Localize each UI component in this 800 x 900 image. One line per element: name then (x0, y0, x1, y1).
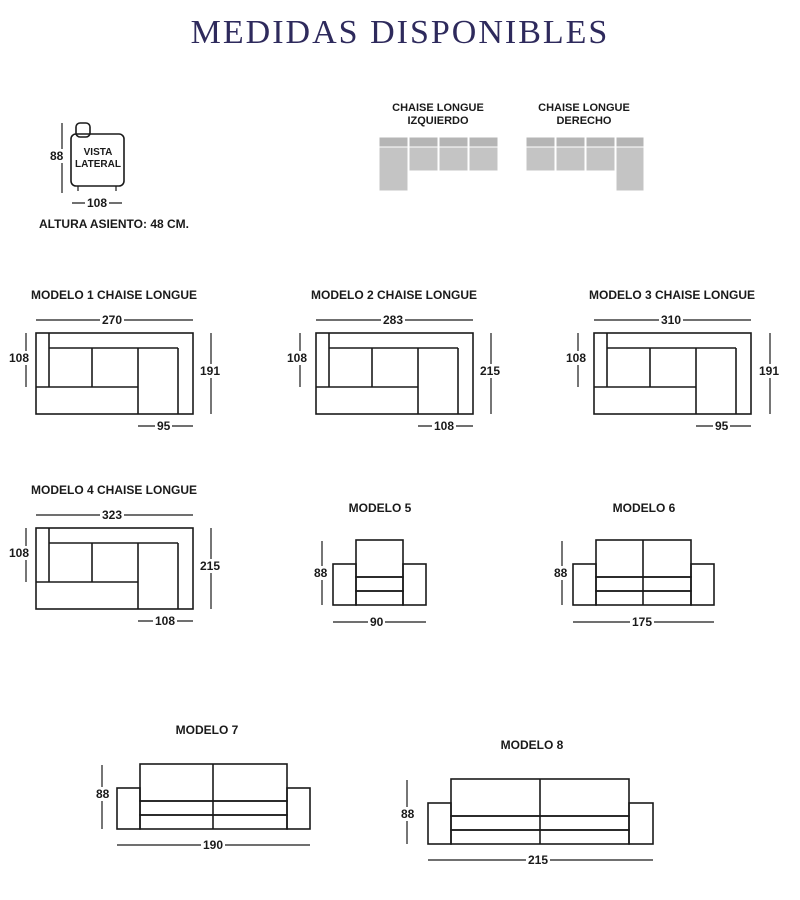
model-1-title: MODELO 1 CHAISE LONGUE (30, 288, 197, 302)
model-5-title: MODELO 5 (348, 501, 412, 515)
model-3-chaise-length: 191 (757, 364, 782, 378)
side-view-label-line2: LATERAL (75, 159, 121, 170)
model-2-chaise-length: 215 (478, 364, 503, 378)
model-7-title: MODELO 7 (175, 723, 239, 737)
chaise-right-diagram (525, 136, 645, 192)
seat-height-note: ALTURA ASIENTO: 48 CM. (39, 217, 190, 231)
model-7-width: 190 (201, 838, 226, 852)
model-4-width: 323 (100, 508, 125, 522)
model-1-width: 270 (100, 313, 125, 327)
model-8-width: 215 (526, 853, 551, 867)
model-8-height: 88 (399, 807, 417, 821)
model-6-title: MODELO 6 (612, 501, 676, 515)
model-1-chaise-width: 95 (155, 419, 173, 433)
model-3-depth: 108 (564, 351, 589, 365)
model-3-title: MODELO 3 CHAISE LONGUE (588, 288, 755, 302)
model-5-width: 90 (368, 615, 386, 629)
side-view-depth: 108 (85, 196, 110, 210)
chaise-left-diagram (378, 136, 499, 192)
model-3-width: 310 (659, 313, 684, 327)
model-1-diagram (25, 319, 212, 427)
model-3-diagram (577, 319, 771, 427)
model-6-diagram (561, 539, 715, 623)
model-2-title: MODELO 2 CHAISE LONGUE (310, 288, 477, 302)
model-4-diagram (25, 514, 212, 622)
model-1-depth: 108 (7, 351, 32, 365)
model-4-title: MODELO 4 CHAISE LONGUE (30, 483, 197, 497)
model-7-diagram (101, 763, 311, 846)
chaise-left-label-line1: CHAISE LONGUE (392, 102, 484, 114)
side-view-label: VISTA LATERAL (72, 147, 124, 171)
model-7-height: 88 (94, 787, 112, 801)
chaise-left-label: CHAISE LONGUE IZQUIERDO (378, 102, 498, 128)
side-view-height: 88 (48, 149, 66, 163)
chaise-left-label-line2: IZQUIERDO (407, 115, 469, 127)
chaise-right-label: CHAISE LONGUE DERECHO (524, 102, 644, 128)
model-2-chaise-width: 108 (432, 419, 457, 433)
model-6-width: 175 (630, 615, 655, 629)
model-2-depth: 108 (285, 351, 310, 365)
page-title: MEDIDAS DISPONIBLES (190, 14, 610, 51)
model-3-chaise-width: 95 (713, 419, 731, 433)
model-4-chaise-length: 215 (198, 559, 223, 573)
chaise-right-label-line1: CHAISE LONGUE (538, 102, 630, 114)
side-view-label-line1: VISTA (83, 147, 113, 158)
model-5-height: 88 (312, 566, 330, 580)
model-2-width: 283 (381, 313, 406, 327)
chaise-right-label-line2: DERECHO (556, 115, 612, 127)
model-1-chaise-length: 191 (198, 364, 223, 378)
model-8-title: MODELO 8 (500, 738, 564, 752)
model-4-depth: 108 (7, 546, 32, 560)
model-6-height: 88 (552, 566, 570, 580)
model-2-diagram (299, 319, 492, 427)
model-5-diagram (321, 539, 427, 623)
model-8-diagram (406, 778, 654, 861)
model-4-chaise-width: 108 (153, 614, 178, 628)
side-view-drawing (61, 122, 125, 204)
